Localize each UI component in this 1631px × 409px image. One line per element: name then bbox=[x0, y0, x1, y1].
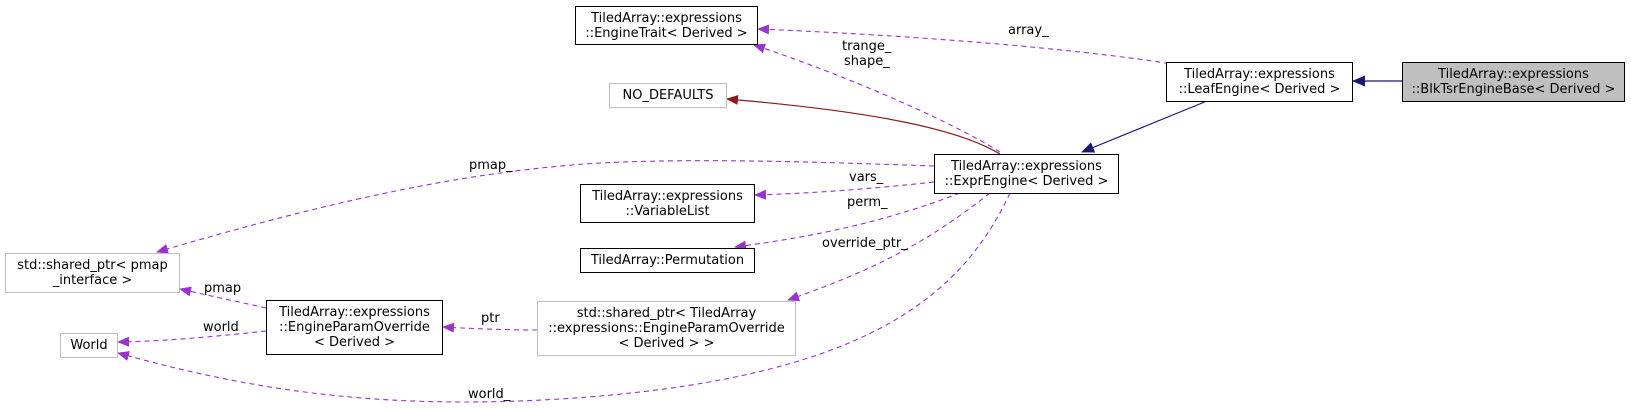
edge-label-vars: vars_ bbox=[849, 170, 884, 185]
node-shared-ptr-pmap-line1: std::shared_ptr< pmap bbox=[17, 258, 168, 273]
node-engine-param-override[interactable]: TiledArray::expressions ::EngineParamOve… bbox=[266, 300, 443, 355]
edge-label-pmap: pmap bbox=[204, 281, 241, 296]
node-expr-engine-line1: TiledArray::expressions bbox=[951, 159, 1102, 174]
node-leaf-engine-line1: TiledArray::expressions bbox=[1184, 67, 1335, 82]
node-blk-tsr-line2: ::BlkTsrEngineBase< Derived > bbox=[1411, 82, 1616, 97]
edge-world bbox=[117, 330, 267, 347]
edge-world_ bbox=[117, 192, 1011, 403]
edge-ptr bbox=[442, 322, 538, 333]
node-shared-ptr-override[interactable]: std::shared_ptr< TiledArray ::expression… bbox=[537, 301, 796, 356]
node-shared-ptr-pmap[interactable]: std::shared_ptr< pmap _interface > bbox=[5, 253, 180, 293]
edge-pmap bbox=[179, 286, 267, 309]
edge-label-override-ptr: override_ptr_ bbox=[822, 236, 908, 251]
node-permutation[interactable]: TiledArray::Permutation bbox=[580, 248, 755, 273]
edge-leafengine-to-exprengine bbox=[1081, 100, 1208, 153]
node-engine-trait-line1: TiledArray::expressions bbox=[591, 10, 742, 26]
edge-label-array: array_ bbox=[1008, 23, 1049, 38]
edge-vars bbox=[754, 181, 935, 200]
node-variable-list-line2: ::VariableList bbox=[625, 203, 710, 219]
edge-trange-shape bbox=[753, 43, 1001, 153]
node-permutation-label: TiledArray::Permutation bbox=[590, 253, 745, 268]
node-shared-ptr-override-line1: std::shared_ptr< TiledArray bbox=[576, 306, 757, 321]
node-shared-ptr-pmap-line2: _interface > bbox=[52, 273, 133, 288]
edge-label-world: world bbox=[203, 320, 239, 335]
node-engine-param-override-line2: ::EngineParamOverride bbox=[279, 320, 430, 335]
node-blk-tsr-engine-base[interactable]: TiledArray::expressions ::BlkTsrEngineBa… bbox=[1402, 62, 1625, 102]
node-shared-ptr-override-line3: < Derived > > bbox=[618, 336, 715, 351]
node-engine-param-override-line1: TiledArray::expressions bbox=[279, 305, 430, 320]
node-world[interactable]: World bbox=[60, 333, 118, 358]
node-engine-trait[interactable]: TiledArray::expressions ::EngineTrait< D… bbox=[575, 6, 758, 45]
edge-label-perm: perm_ bbox=[847, 195, 888, 210]
edge-override-ptr bbox=[787, 192, 991, 302]
node-expr-engine-line2: ::ExprEngine< Derived > bbox=[944, 174, 1109, 189]
edge-label-shape: shape_ bbox=[844, 54, 890, 69]
node-leaf-engine-line2: ::LeafEngine< Derived > bbox=[1178, 82, 1341, 97]
node-world-label: World bbox=[70, 338, 108, 353]
node-no-defaults[interactable]: NO_DEFAULTS bbox=[609, 83, 727, 108]
edge-array bbox=[757, 24, 1179, 66]
edge-label-world_: world_ bbox=[468, 387, 511, 402]
edge-exprengine-to-nodefaults bbox=[726, 94, 1001, 155]
edge-label-pmap_: pmap_ bbox=[469, 158, 513, 173]
edge-label-trange: trange_ bbox=[842, 39, 892, 54]
node-variable-list-line1: TiledArray::expressions bbox=[592, 188, 743, 204]
node-leaf-engine[interactable]: TiledArray::expressions ::LeafEngine< De… bbox=[1166, 62, 1353, 102]
node-engine-param-override-line3: < Derived > bbox=[314, 335, 395, 350]
edge-perm bbox=[734, 192, 961, 251]
node-variable-list[interactable]: TiledArray::expressions ::VariableList bbox=[580, 184, 755, 223]
node-shared-ptr-override-line2: ::expressions::EngineParamOverride bbox=[548, 321, 785, 336]
edge-pmap_ bbox=[156, 160, 935, 254]
edge-label-ptr: ptr bbox=[481, 311, 500, 326]
node-engine-trait-line2: ::EngineTrait< Derived > bbox=[585, 25, 748, 41]
node-no-defaults-label: NO_DEFAULTS bbox=[622, 88, 714, 103]
node-blk-tsr-line1: TiledArray::expressions bbox=[1438, 67, 1589, 82]
node-expr-engine[interactable]: TiledArray::expressions ::ExprEngine< De… bbox=[934, 154, 1119, 194]
